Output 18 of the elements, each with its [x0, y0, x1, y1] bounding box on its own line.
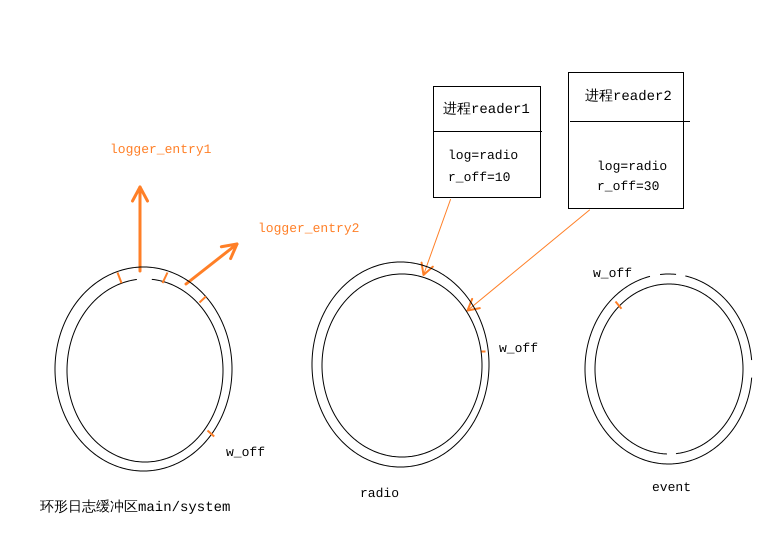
node-label: event [652, 480, 692, 496]
process-box [568, 72, 684, 209]
box-text: log=radio r_off=10 [448, 147, 520, 187]
arrow [184, 242, 238, 286]
node-label: w_off [593, 266, 632, 282]
node-label: w_off [226, 445, 266, 461]
entry-label: logger_entry1 [110, 142, 212, 158]
node-label: 环形日志缓冲区main/system [40, 499, 230, 517]
box-title: 进程reader1 [443, 101, 530, 119]
node-label: w_off [499, 341, 538, 357]
arrow [420, 199, 451, 276]
box-text: log=radio r_off=30 [597, 158, 668, 196]
box-title: 进程reader2 [585, 88, 672, 106]
arrow [131, 186, 149, 272]
arrow [466, 210, 590, 312]
entry-label: logger_entry2 [258, 221, 360, 237]
node-label: radio [360, 486, 400, 502]
process-box [433, 86, 541, 198]
